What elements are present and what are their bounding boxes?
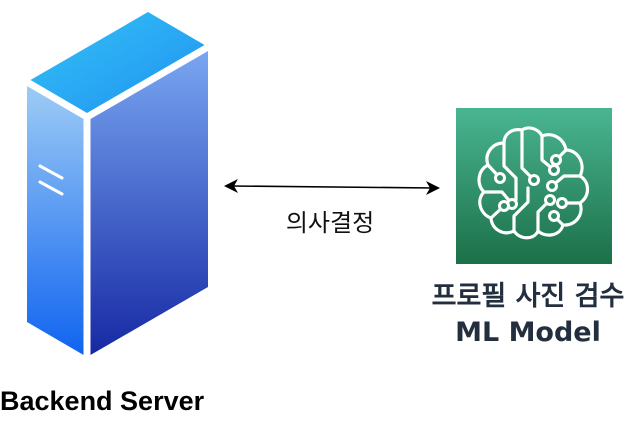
server-label: Backend Server xyxy=(0,386,205,416)
server-front-face xyxy=(27,82,87,357)
bidirectional-arrow xyxy=(224,179,440,195)
ml-model-label-line2: ML Model xyxy=(455,317,601,348)
server-top-face xyxy=(27,12,208,117)
server-slot xyxy=(38,164,64,180)
ml-model-label-line1: 프로필 사진 검수 xyxy=(431,281,625,312)
edge-label: 의사결정 xyxy=(285,209,375,237)
sagemaker-brain-icon xyxy=(456,108,612,264)
arrowhead-right xyxy=(426,181,440,195)
server-slot xyxy=(38,180,64,196)
circuit-node xyxy=(494,154,568,222)
arrowhead-left xyxy=(224,179,238,193)
server-icon xyxy=(25,12,210,357)
ml-model-label: 프로필 사진 검수 ML Model xyxy=(414,279,642,351)
server-side-face xyxy=(87,47,208,357)
